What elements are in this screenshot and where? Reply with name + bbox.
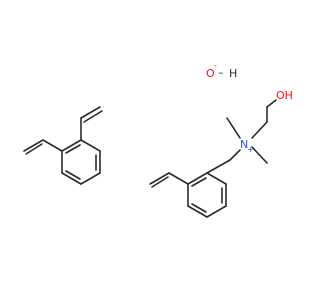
ring-bond xyxy=(206,205,227,218)
methyl-bond xyxy=(251,146,268,164)
methyl-bond xyxy=(226,117,241,139)
ring-double-bond xyxy=(191,203,207,213)
hydroxide-oxygen-label: O xyxy=(206,67,215,80)
vinyl-bond xyxy=(42,139,63,152)
hydroxide-ion: O - – H xyxy=(206,61,237,80)
ethyl-bond xyxy=(251,121,268,139)
ring-bond xyxy=(80,172,101,185)
ring-double-bond xyxy=(191,177,207,187)
hydroxide-charge-label: - xyxy=(214,61,217,70)
ring-bond xyxy=(61,172,82,185)
vinyl-double-bond xyxy=(151,176,169,188)
vinyl-bond xyxy=(168,172,189,185)
vinyl-bond xyxy=(149,172,170,185)
ring-double-bond xyxy=(65,144,81,154)
benzylic-to-nitrogen-bond xyxy=(229,149,241,161)
vinyl-double-bond xyxy=(25,143,43,155)
nitrogen-charge-label: + xyxy=(247,145,254,154)
nitrogen-label: N xyxy=(240,138,248,151)
benzylic-bond xyxy=(206,159,231,174)
vinyl-bond xyxy=(80,106,101,119)
hydroxide-hydrogen-label: H xyxy=(229,67,237,80)
ring-double-bond xyxy=(65,170,81,180)
ring-bond xyxy=(206,172,227,185)
ring-bond xyxy=(80,139,101,152)
divinylbenzene-molecule xyxy=(23,106,103,185)
ring-bond xyxy=(187,172,208,185)
vinyl-bond xyxy=(23,139,44,152)
structure-drawing: O - – H xyxy=(23,61,293,218)
hydroxyl-bond xyxy=(266,99,277,108)
vinyl-double-bond xyxy=(83,110,103,123)
hydroxyl-label: OH xyxy=(276,89,293,102)
molecule-canvas: O - – H xyxy=(23,61,293,218)
ring-bond xyxy=(187,205,208,218)
ring-bond xyxy=(61,139,82,152)
hydroxide-bond-dash: – xyxy=(218,66,224,79)
ammonium-cation: N + OH xyxy=(149,89,293,218)
